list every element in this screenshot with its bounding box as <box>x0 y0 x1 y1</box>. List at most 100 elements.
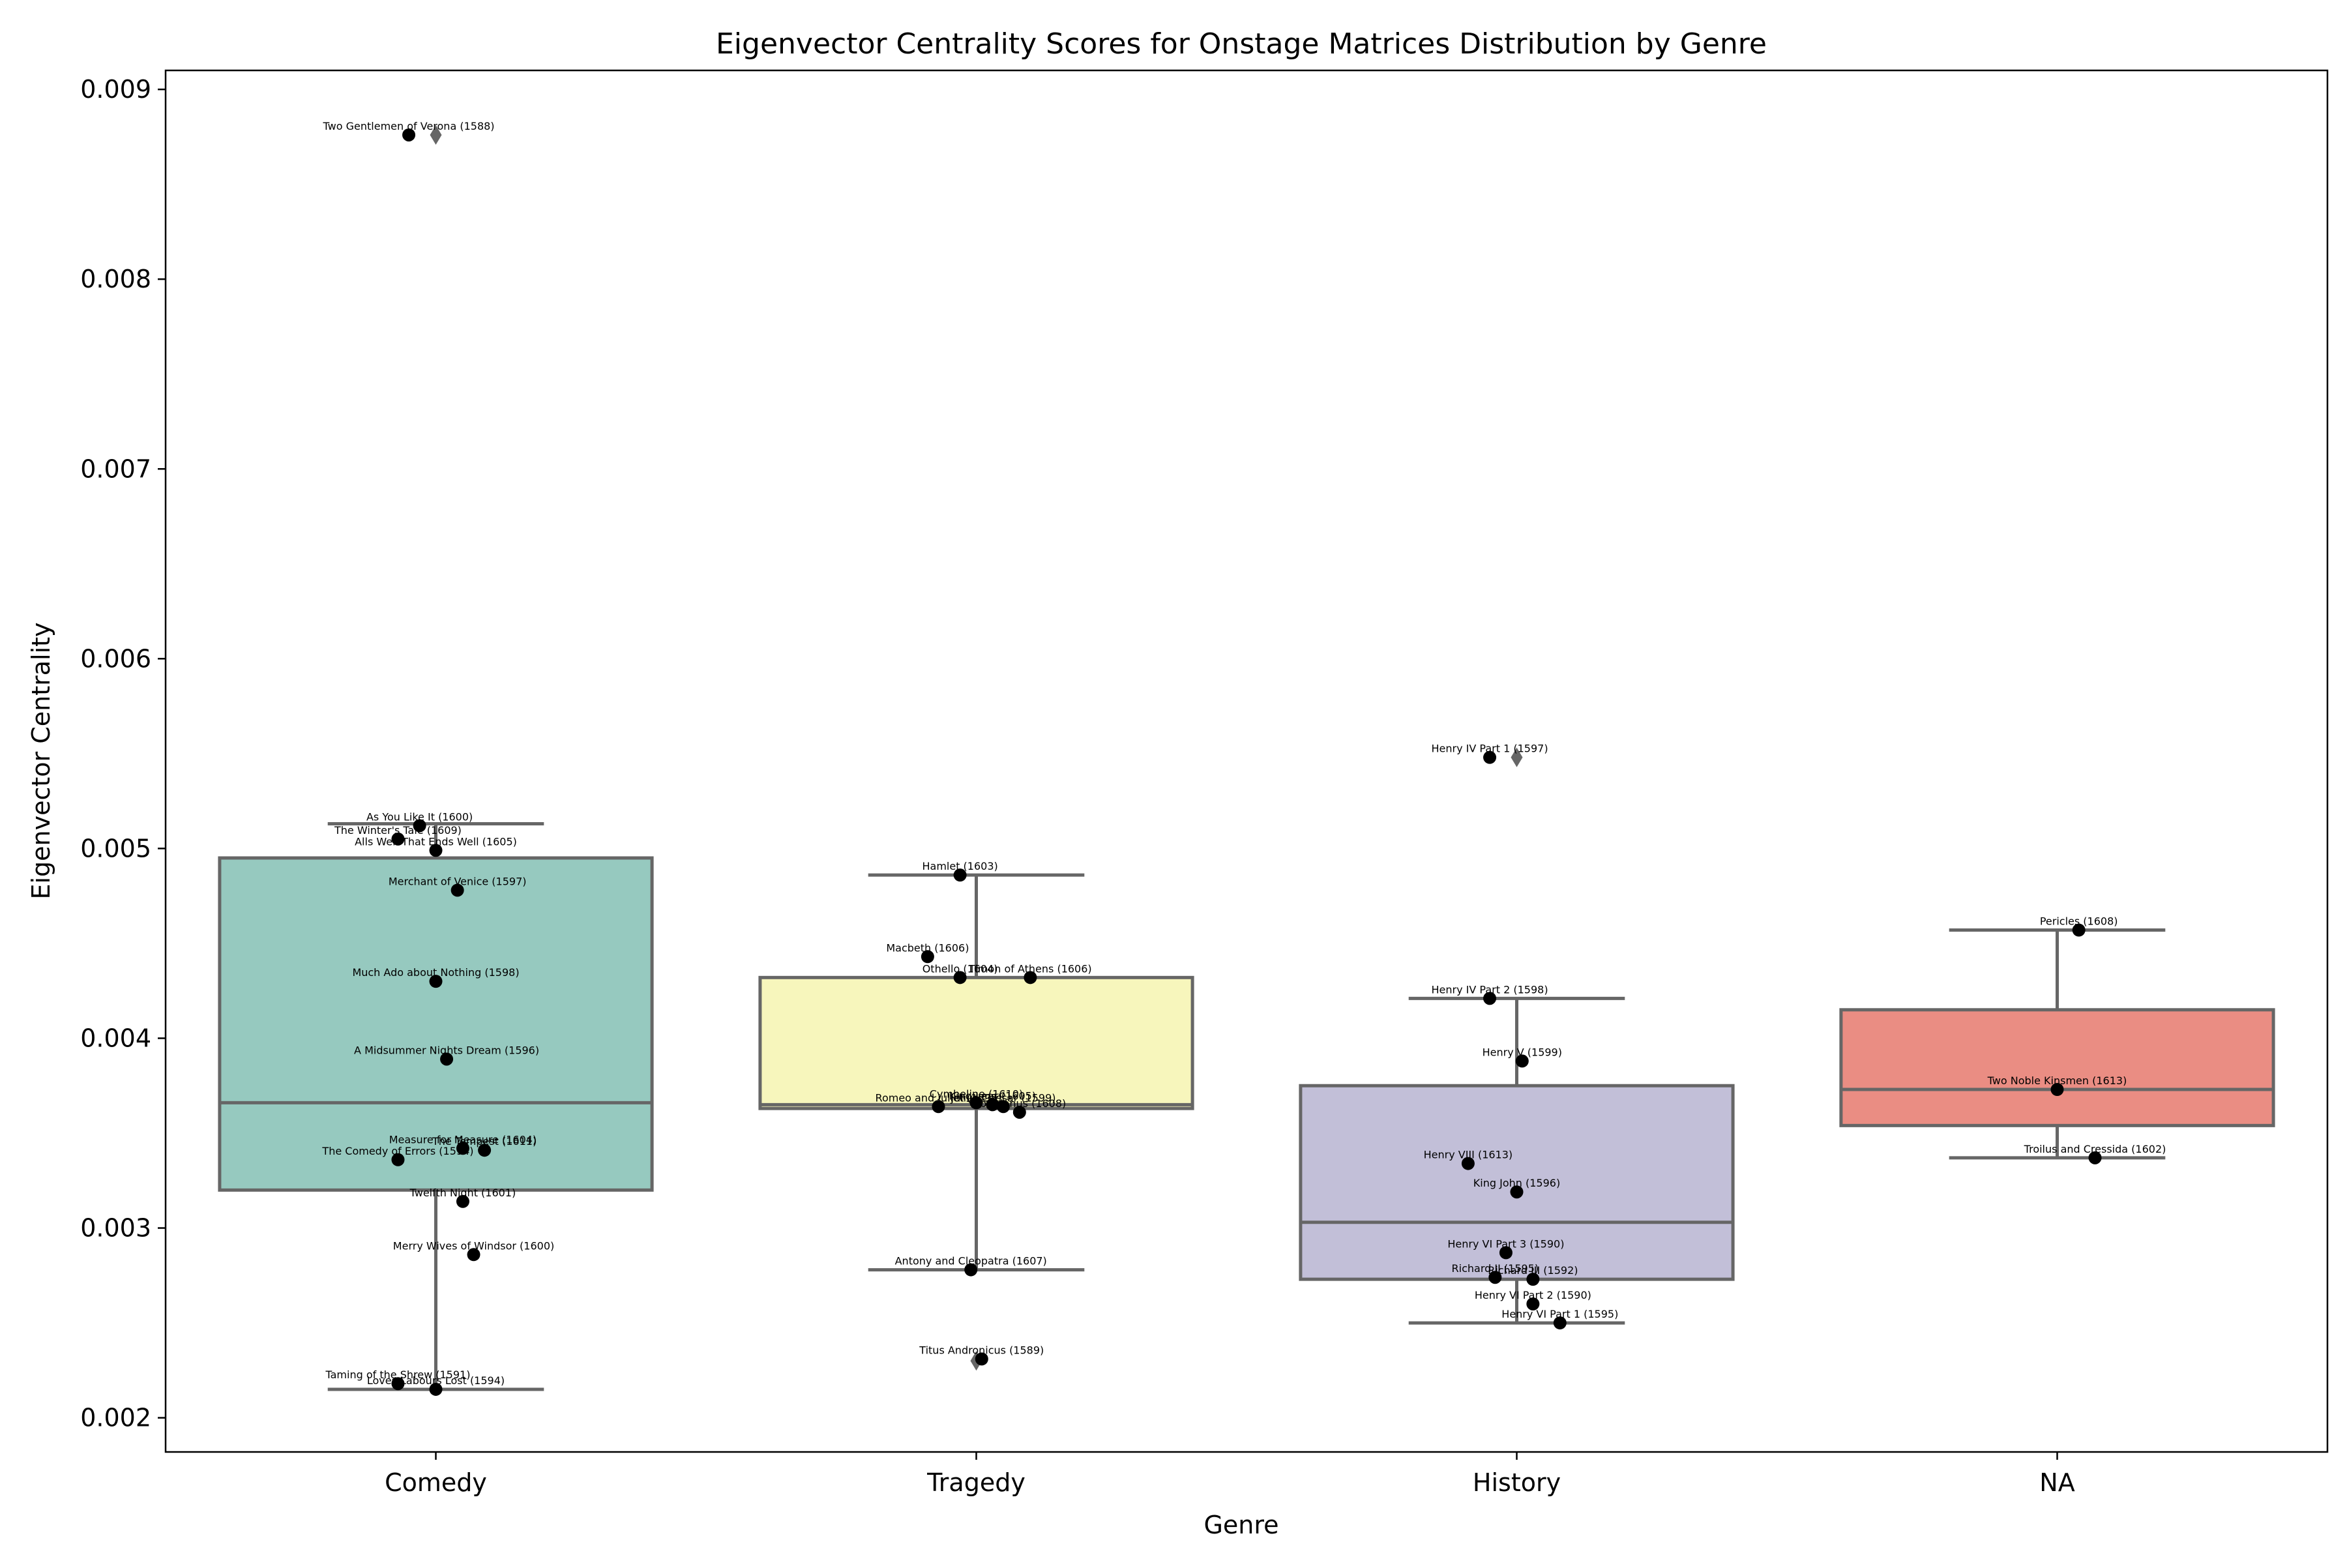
data-point <box>413 819 426 833</box>
y-axis-label: Eigenvector Centrality <box>27 622 55 899</box>
data-point-label: Twelfth Night (1601) <box>409 1187 516 1199</box>
data-point-label: Othello (1604) <box>923 962 998 975</box>
y-tick-label: 0.008 <box>80 265 151 293</box>
chart-title: Eigenvector Centrality Scores for Onstag… <box>716 27 1767 61</box>
y-tick-label: 0.005 <box>80 834 151 863</box>
iqr-box <box>218 856 654 1192</box>
x-tick-label-na: NA <box>2039 1468 2074 1497</box>
data-point <box>1526 1273 1540 1286</box>
data-point-label: Henry IV Part 1 (1597) <box>1432 743 1548 755</box>
x-tick-label-comedy: Comedy <box>385 1468 487 1497</box>
data-point <box>456 1194 469 1208</box>
y-tick-label: 0.004 <box>80 1024 151 1052</box>
data-point <box>429 1382 443 1396</box>
data-point <box>402 128 416 141</box>
y-tick-label: 0.007 <box>80 454 151 483</box>
data-point-label: As You Like It (1600) <box>366 810 473 823</box>
data-point <box>1461 1157 1475 1170</box>
data-point-label: Coriolanus (1608) <box>973 1097 1066 1110</box>
data-point-label: Merchant of Venice (1597) <box>389 875 527 887</box>
iqr-box <box>1839 1008 2275 1127</box>
data-point-label: Henry IV Part 2 (1598) <box>1432 983 1548 996</box>
data-point <box>391 1377 405 1391</box>
data-point <box>1483 992 1497 1005</box>
outlier-marker <box>430 125 442 145</box>
data-point <box>391 1153 405 1166</box>
data-point <box>1526 1297 1540 1310</box>
y-tick-label: 0.002 <box>80 1404 151 1432</box>
data-point <box>996 1100 1010 1114</box>
data-point <box>964 1263 978 1277</box>
data-point-label: Two Noble Kinsmen (1613) <box>1987 1074 2127 1087</box>
box-group-tragedy <box>758 873 1194 1371</box>
data-point-label: Troilus and Cressida (1602) <box>2024 1143 2166 1155</box>
plot-frame <box>164 69 2329 1453</box>
data-point <box>1483 750 1497 764</box>
data-point <box>921 950 934 964</box>
data-point <box>429 844 443 857</box>
y-tick-label: 0.003 <box>80 1214 151 1243</box>
box-group-comedy <box>218 125 654 1391</box>
data-point-label: Pericles (1608) <box>2040 915 2118 928</box>
box-group-history <box>1299 747 1735 1325</box>
data-point <box>429 975 443 988</box>
plot-area: 0.0020.0030.0040.0050.0060.0070.0080.009… <box>80 69 2329 1497</box>
data-point-label: Timon of Athens (1606) <box>968 962 1092 975</box>
data-point <box>467 1248 480 1262</box>
data-point-label: Antony and Cleopatra (1607) <box>895 1255 1047 1267</box>
x-tick-label-history: History <box>1473 1468 1561 1497</box>
iqr-box <box>758 975 1194 1110</box>
data-point <box>391 832 405 846</box>
data-point-label: Richard II (1595) <box>1452 1262 1539 1275</box>
data-point <box>456 1142 469 1155</box>
data-point-label: Henry VI Part 3 (1590) <box>1447 1237 1564 1250</box>
data-point <box>2050 1083 2064 1097</box>
data-point <box>440 1052 454 1066</box>
data-point <box>932 1100 945 1114</box>
data-point <box>1024 971 1037 984</box>
data-point-label: Measure for Measure (1604) <box>389 1133 537 1146</box>
data-point-label: Alls Well That Ends Well (1605) <box>355 835 517 848</box>
data-point-label: King Lear (1605) <box>949 1089 1036 1102</box>
data-point <box>969 1096 983 1110</box>
data-point <box>450 883 464 897</box>
data-point <box>1488 1271 1502 1284</box>
data-point <box>953 868 967 882</box>
data-point-label: Two Gentlemen of Verona (1588) <box>323 120 495 132</box>
data-point <box>986 1098 999 1112</box>
data-point-label: The Winter's Tale (1609) <box>334 824 462 836</box>
outlier-marker <box>1511 747 1523 767</box>
data-point-label: Loves Labours Lost (1594) <box>367 1374 505 1387</box>
x-tick-label-tragedy: Tragedy <box>926 1468 1026 1497</box>
data-point-label: Henry VIII (1613) <box>1424 1149 1513 1161</box>
data-point-label: Taming of the Shrew (1591) <box>325 1368 471 1381</box>
data-point-label: Henry VI Part 2 (1590) <box>1475 1289 1591 1301</box>
data-point <box>1510 1185 1524 1199</box>
data-point-label: King John (1596) <box>1473 1177 1560 1189</box>
data-point <box>2088 1151 2102 1164</box>
box-group-na <box>1839 928 2275 1160</box>
data-point-label: Macbeth (1606) <box>886 941 969 954</box>
data-point <box>1515 1054 1529 1068</box>
data-point <box>1499 1246 1513 1260</box>
data-point-label: Romeo and Juliet (1595) <box>876 1091 1002 1104</box>
data-point-label: Henry VI Part 1 (1595) <box>1501 1308 1618 1320</box>
data-point <box>478 1144 492 1157</box>
data-point <box>2072 923 2086 937</box>
data-point-label: Hamlet (1603) <box>922 860 997 872</box>
data-point-label: The Tempest (1611) <box>432 1135 537 1147</box>
iqr-box <box>1299 1084 1735 1281</box>
data-point-label: A Midsummer Nights Dream (1596) <box>354 1044 539 1056</box>
data-point <box>953 971 967 984</box>
x-axis-label: Genre <box>1203 1511 1278 1539</box>
data-point-label: Henry V (1599) <box>1483 1046 1562 1058</box>
data-point-label: Julius Caesar (1599) <box>950 1091 1055 1104</box>
data-point-label: Titus Andronicus (1589) <box>919 1344 1044 1356</box>
data-point-label: Richard III (1592) <box>1488 1264 1578 1277</box>
data-point-label: Cymbeline (1610) <box>930 1087 1023 1100</box>
data-point-label: Much Ado about Nothing (1598) <box>352 966 519 979</box>
data-point <box>975 1352 988 1366</box>
data-point <box>1553 1316 1567 1330</box>
